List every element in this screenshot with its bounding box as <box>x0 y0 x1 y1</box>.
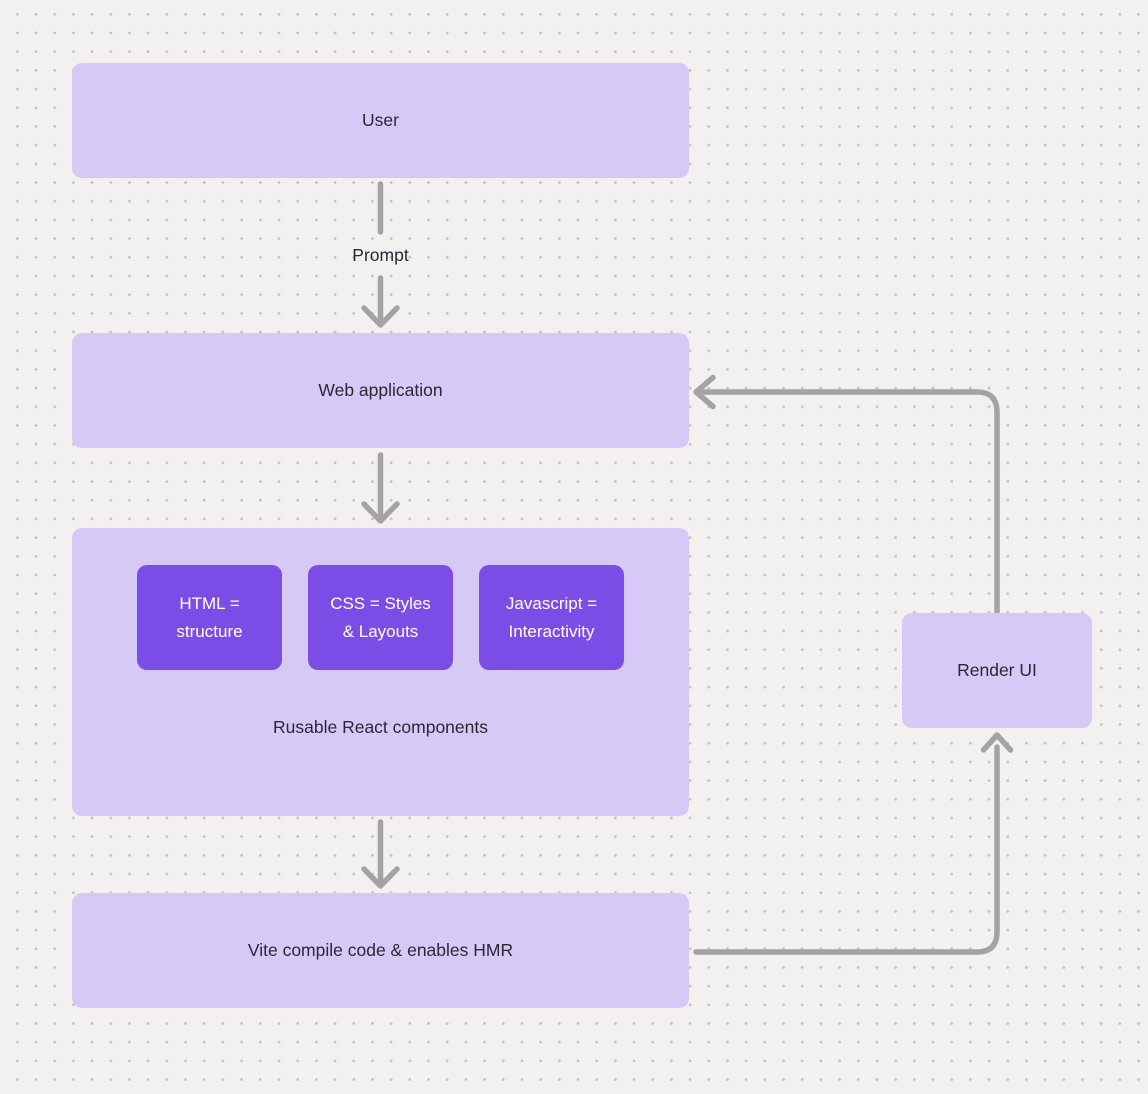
chip-javascript-label: Javascript = Interactivity <box>505 593 598 641</box>
node-vite-label: Vite compile code & enables HMR <box>247 939 514 960</box>
arrow-user-to-webapp-arrowhead-icon <box>361 305 400 328</box>
arrow-render-to-webapp-segment <box>699 389 1000 615</box>
arrow-vite-to-render-arrowhead-icon <box>980 732 1014 753</box>
chip-html-label: HTML = structure <box>176 593 243 641</box>
arrow-group-to-vite-arrowhead-icon <box>361 866 400 889</box>
arrow-render-to-webapp-arrowhead-icon <box>693 374 716 410</box>
chip-css: CSS = Styles & Layouts <box>308 565 453 670</box>
node-user-label: User <box>362 109 399 130</box>
node-render-ui: Render UI <box>902 613 1092 728</box>
chip-row: HTML = structure CSS = Styles & Layouts … <box>137 565 624 670</box>
node-web-application: Web application <box>72 333 689 448</box>
chip-javascript: Javascript = Interactivity <box>479 565 624 670</box>
edge-label-prompt: Prompt <box>352 245 409 265</box>
node-react-components-group-label: Rusable React components <box>273 717 488 737</box>
chip-html: HTML = structure <box>137 565 282 670</box>
node-render-ui-label: Render UI <box>957 659 1037 680</box>
node-react-components-group: HTML = structure CSS = Styles & Layouts … <box>72 528 689 816</box>
node-vite: Vite compile code & enables HMR <box>72 893 689 1008</box>
chip-css-label: CSS = Styles & Layouts <box>330 593 431 641</box>
arrow-vite-to-render-segment <box>693 744 1000 955</box>
node-web-application-label: Web application <box>318 379 443 400</box>
arrow-webapp-to-group-arrowhead-icon <box>361 501 400 524</box>
node-user: User <box>72 63 689 178</box>
